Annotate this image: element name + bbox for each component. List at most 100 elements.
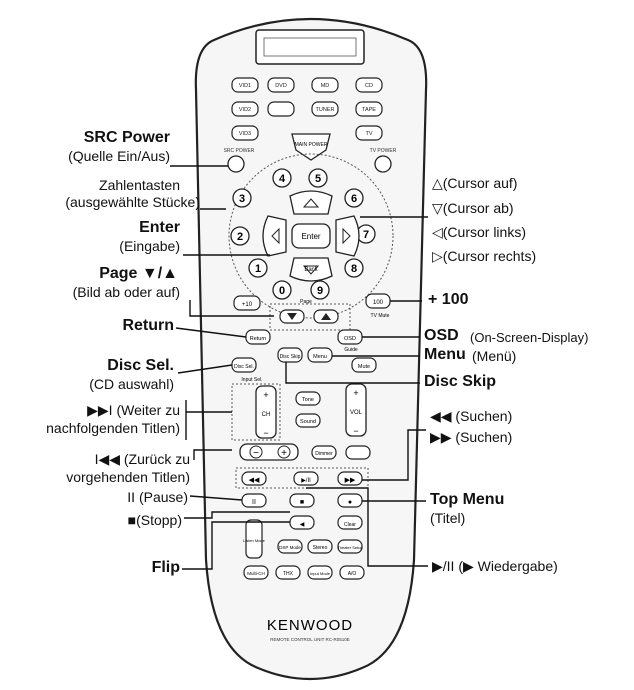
page-title: Page ▼/▲ — [99, 265, 178, 282]
thx-button[interactable]: THX — [283, 571, 294, 577]
next-track-line1: ▶▶I (Weiter zu — [87, 402, 180, 418]
listen-mode-caption[interactable]: Listen Mode — [243, 538, 266, 543]
stereo-button[interactable]: Stereo — [313, 545, 328, 551]
ch-up-button[interactable]: + — [263, 390, 268, 400]
pause-button[interactable]: II — [252, 499, 256, 506]
cursor-left-label: ◁(Cursor links) — [432, 224, 526, 240]
plus100-label: + 100 — [428, 291, 469, 308]
cursor-up-label: △(Cursor auf) — [432, 175, 518, 191]
dimmer-button[interactable]: Dimmer — [315, 451, 333, 457]
ch-down-button[interactable]: − — [263, 428, 268, 438]
cursor-pad — [262, 190, 360, 282]
plus10-button[interactable]: +10 — [242, 302, 253, 308]
btn-tuner[interactable]: TUNER — [316, 107, 335, 113]
number-label-2: 2 — [237, 231, 243, 243]
btn-vid2[interactable]: VID2 — [239, 107, 251, 113]
number-label-3: 3 — [239, 193, 245, 205]
clear-button[interactable]: Clear — [344, 522, 356, 528]
disc-sel-button[interactable]: Disc Sel. — [234, 364, 254, 370]
enter-title: Enter — [139, 219, 180, 236]
number-button-0[interactable] — [272, 280, 292, 300]
plus-button[interactable]: + — [281, 448, 287, 459]
ff-button[interactable]: ▶▶ — [345, 477, 356, 484]
vol-label: VOL — [350, 410, 363, 416]
cursor-up-icon[interactable] — [302, 198, 320, 208]
btn-vid1[interactable]: VID1 — [239, 83, 251, 89]
main-power-button — [291, 133, 331, 161]
number-label-6: 6 — [351, 193, 357, 205]
prev-track-line1: I◀◀ (Zurück zu — [94, 451, 190, 467]
theater-setup-button[interactable]: Theater Setup — [337, 545, 363, 550]
number-ring — [228, 153, 394, 319]
input-sel-caption: Input Sel. — [241, 377, 262, 383]
osd-button[interactable]: OSD — [344, 336, 356, 342]
number-label-0: 0 — [279, 285, 285, 297]
play-pause-button[interactable]: ▶/II — [301, 478, 311, 484]
number-label-7: 7 — [363, 229, 369, 241]
btn-tv[interactable]: TV — [365, 131, 372, 137]
disc-skip-label: Disc Skip — [424, 373, 497, 390]
stop-label: ■(Stopp) — [127, 512, 182, 528]
cursor-right-label: ▷(Cursor rechts) — [432, 248, 537, 264]
search-fwd-label: ▶▶ (Suchen) — [430, 429, 513, 445]
enter-button-label[interactable]: Enter — [301, 232, 320, 241]
number-button-6[interactable] — [344, 188, 364, 208]
number-label-8: 8 — [351, 263, 357, 275]
top-menu-sub: (Titel) — [430, 510, 466, 526]
search-back-label: ◀◀ (Suchen) — [430, 408, 513, 424]
page-down-icon[interactable] — [287, 313, 297, 320]
stop-button[interactable]: ■ — [300, 499, 304, 506]
mute-button[interactable]: Mute — [358, 364, 370, 370]
btn-vid3[interactable]: VID3 — [239, 131, 251, 137]
number-button-4[interactable] — [272, 168, 292, 188]
vol-down-button[interactable]: − — [353, 426, 358, 436]
flip-button[interactable]: ◀ — [300, 522, 305, 528]
back-button-label[interactable]: Back — [304, 267, 318, 273]
play-pause-label: ▶/II (▶ Wiedergabe) — [432, 558, 558, 574]
ao-button[interactable]: A/O — [348, 571, 357, 577]
disc-sel-sub: (CD auswahl) — [89, 376, 174, 392]
src-power-button — [227, 155, 245, 173]
vol-up-button[interactable]: + — [353, 388, 358, 398]
dsp-mode-button[interactable]: DSP Mode — [279, 545, 301, 550]
cursor-down-icon[interactable] — [302, 265, 320, 275]
menu-button[interactable]: Menu — [313, 354, 327, 360]
number-button-8[interactable] — [344, 258, 364, 278]
leader-lines — [170, 165, 428, 570]
cursor-left-icon[interactable] — [271, 227, 280, 245]
tv-mute-caption: TV Mute — [371, 313, 390, 319]
tv-power-button — [374, 155, 392, 173]
multi-ch-button[interactable]: Multi-CH — [247, 571, 265, 576]
number-button-3[interactable] — [232, 188, 252, 208]
btn-cd[interactable]: CD — [365, 83, 373, 89]
cursor-right-icon[interactable] — [342, 227, 351, 245]
top-menu-button[interactable]: ● — [348, 499, 352, 506]
page-up-icon[interactable] — [321, 313, 331, 320]
number-label-4: 4 — [279, 173, 286, 185]
btn-tape[interactable]: TAPE — [362, 107, 376, 113]
rew-button[interactable]: ◀◀ — [249, 477, 260, 484]
page-caption: Page — [300, 299, 312, 305]
number-label-1: 1 — [255, 263, 261, 275]
tv-power-caption: TV POWER — [370, 148, 397, 154]
main-power-label[interactable]: MAIN POWER — [295, 142, 328, 148]
number-button-9[interactable] — [310, 280, 330, 300]
number-button-2[interactable] — [230, 226, 250, 246]
sound-button[interactable]: Sound — [300, 419, 316, 425]
plus100-button[interactable]: 100 — [373, 300, 384, 306]
minus-button[interactable]: − — [253, 448, 259, 459]
number-button-5[interactable] — [308, 168, 328, 188]
btn-dvd[interactable]: DVD — [275, 83, 287, 89]
tone-button[interactable]: Tone — [302, 397, 314, 403]
disc-skip-button[interactable]: Disc Skip — [280, 354, 301, 360]
btn-md[interactable]: MD — [321, 83, 330, 89]
return-title: Return — [122, 317, 174, 334]
return-button[interactable]: Return — [250, 336, 267, 342]
osd-title: OSD — [424, 327, 459, 344]
brand-logo: KENWOOD — [267, 617, 353, 634]
number-button-1[interactable] — [248, 258, 268, 278]
prev-track-line2: vorgehenden Titlen) — [66, 469, 190, 485]
input-mode-button[interactable]: Input Mode — [310, 571, 331, 576]
